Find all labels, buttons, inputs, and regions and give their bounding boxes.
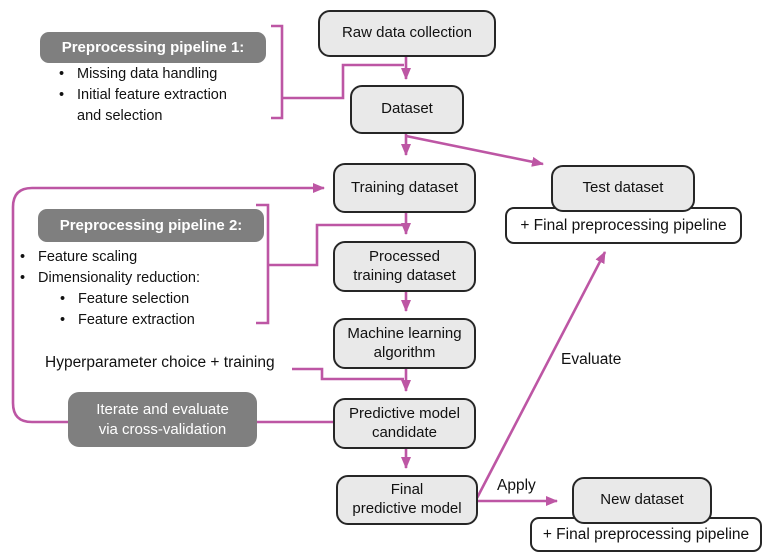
annotation-evaluate: Evaluate <box>561 351 622 368</box>
list-item: • Missing data handling <box>45 64 295 85</box>
pipeline2-bullet-list: • Feature scaling • Dimensionality reduc… <box>9 247 289 331</box>
node-machine-learning-algorithm: Machine learning algorithm <box>333 318 476 369</box>
node-test-dataset: Test dataset <box>551 165 695 212</box>
list-subitem: • Feature selection <box>9 289 289 310</box>
label-preprocessing-pipeline-1: Preprocessing pipeline 1: <box>40 32 266 63</box>
list-item-label: Feature selection <box>78 291 190 307</box>
list-item-label: Initial feature extraction <box>77 87 227 103</box>
connector-pipeline2-merge <box>268 223 404 267</box>
annotation-hyperparameter-choice: Hyperparameter choice + training <box>45 354 275 371</box>
arrow-dataset-to-test <box>405 134 544 167</box>
pipeline1-bullet-list: • Missing data handling • Initial featur… <box>45 64 295 127</box>
arrow-evaluate <box>475 251 607 499</box>
list-item-label: and selection <box>77 108 163 124</box>
list-item: • Feature scaling <box>9 247 289 268</box>
node-new-dataset: New dataset <box>572 477 712 524</box>
bullet-icon: • <box>58 87 65 103</box>
node-raw-data-collection: Raw data collection <box>318 10 496 57</box>
node-final-predictive-model: Final predictive model <box>336 475 478 525</box>
list-item-label: Feature extraction <box>78 312 195 328</box>
list-subitem: • Feature extraction <box>9 310 289 331</box>
bullet-icon: • <box>59 312 66 328</box>
bullet-icon: • <box>59 291 66 307</box>
bullet-icon: • <box>19 270 26 286</box>
node-training-dataset: Training dataset <box>333 163 476 213</box>
bullet-icon: • <box>58 66 65 82</box>
bracket-pipeline1 <box>271 24 284 120</box>
node-dataset: Dataset <box>350 85 464 134</box>
label-iterate-cross-validation: Iterate and evaluate via cross-validatio… <box>68 392 257 447</box>
annotation-apply: Apply <box>497 477 536 494</box>
list-item-label: Dimensionality reduction: <box>38 270 200 286</box>
list-item-continuation: • and selection <box>45 106 295 127</box>
label-preprocessing-pipeline-2: Preprocessing pipeline 2: <box>38 209 264 242</box>
list-item-label: Feature scaling <box>38 249 138 265</box>
node-test-final-preprocessing-pipeline: + Final preprocessing pipeline <box>505 207 742 244</box>
iterate-line-1: Iterate and evaluate <box>96 401 229 418</box>
list-item: • Dimensionality reduction: <box>9 268 289 289</box>
list-item-label: Missing data handling <box>77 66 218 82</box>
bullet-icon: • <box>19 249 26 265</box>
list-item: • Initial feature extraction <box>45 85 295 106</box>
node-processed-training-dataset: Processed training dataset <box>333 241 476 292</box>
node-predictive-model-candidate: Predictive model candidate <box>333 398 476 449</box>
connector-hyperparameter-merge <box>292 367 404 381</box>
loop-candidate-to-training <box>11 183 333 424</box>
iterate-line-2: via cross-validation <box>98 420 227 438</box>
connector-pipeline1-merge <box>282 63 404 100</box>
